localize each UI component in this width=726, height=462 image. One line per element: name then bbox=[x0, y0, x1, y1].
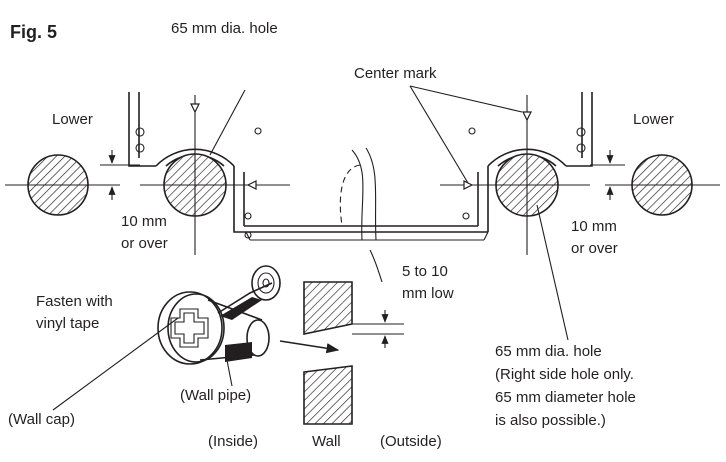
label-hole-right-2: (Right side hole only. bbox=[495, 366, 634, 383]
label-wall-cap: (Wall cap) bbox=[8, 411, 75, 428]
lower-leader-lines bbox=[52, 317, 233, 411]
wall-section bbox=[303, 281, 404, 425]
label-slope-2: mm low bbox=[402, 285, 454, 302]
label-hole-right-3: 65 mm diameter hole bbox=[495, 389, 636, 406]
wall-cap-assembly bbox=[157, 265, 281, 365]
insertion-arrow bbox=[279, 340, 340, 354]
label-fasten-1: Fasten with bbox=[36, 293, 113, 310]
label-wall: Wall bbox=[312, 433, 341, 450]
leader-lines bbox=[209, 85, 569, 341]
label-lower-right: Lower bbox=[633, 111, 674, 128]
label-clearance-left-2: or over bbox=[121, 235, 168, 252]
labels: 65 mm dia. hole Center mark Lower Lower … bbox=[8, 20, 674, 450]
label-center-mark: Center mark bbox=[354, 65, 437, 82]
figure-title: Fig. 5 bbox=[10, 22, 57, 42]
label-outside: (Outside) bbox=[380, 433, 442, 450]
label-hole-right-4: is also possible.) bbox=[495, 412, 606, 429]
label-clearance-left-1: 10 mm bbox=[121, 213, 167, 230]
label-clearance-right-1: 10 mm bbox=[571, 218, 617, 235]
label-hole-right-1: 65 mm dia. hole bbox=[495, 343, 602, 360]
center-lines bbox=[5, 95, 720, 255]
label-lower-left: Lower bbox=[52, 111, 93, 128]
label-fasten-2: vinyl tape bbox=[36, 315, 99, 332]
label-wall-pipe: (Wall pipe) bbox=[180, 387, 251, 404]
center-mark-arrows bbox=[190, 103, 532, 190]
label-hole-top: 65 mm dia. hole bbox=[171, 20, 278, 37]
label-inside: (Inside) bbox=[208, 433, 258, 450]
label-clearance-right-2: or over bbox=[571, 240, 618, 257]
label-slope-1: 5 to 10 bbox=[402, 263, 448, 280]
